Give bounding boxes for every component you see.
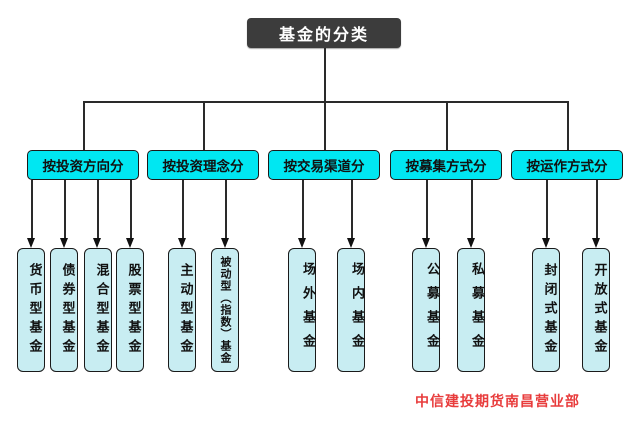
connector-line: [83, 101, 85, 150]
arrowhead-down-icon: [126, 238, 134, 248]
connector-line: [97, 180, 99, 239]
leaf-box-hybrid-fund: 混合型基金: [84, 248, 112, 372]
connector-line: [426, 180, 428, 239]
branch-box-by-fundraising-method: 按募集方式分: [390, 150, 502, 180]
leaf-label: 场内基金: [349, 262, 364, 358]
leaf-box-passive-index-fund: 被动型（指数）基金: [211, 248, 239, 372]
connector-line: [130, 180, 132, 239]
leaf-box-stock-fund: 股票型基金: [116, 248, 144, 372]
connector-line: [446, 101, 448, 150]
connector-line: [182, 180, 184, 239]
branch-box-by-trading-channel: 按交易渠道分: [268, 150, 380, 180]
leaf-label: 封闭式基金: [541, 262, 557, 358]
connector-line: [83, 101, 568, 103]
root-node-title: 基金的分类: [247, 18, 401, 48]
arrowhead-down-icon: [541, 238, 550, 248]
arrowhead-down-icon: [297, 238, 306, 248]
leaf-label: 货币型基金: [26, 262, 42, 358]
arrowhead-down-icon: [60, 238, 68, 248]
leaf-label: 场外基金: [300, 262, 315, 358]
connector-line: [225, 180, 227, 239]
branch-box-by-investment-philosophy: 按投资理念分: [147, 150, 259, 180]
leaf-box-otc-fund: 场外基金: [288, 248, 316, 372]
leaf-label: 股票型基金: [125, 262, 141, 358]
connector-line: [302, 180, 304, 239]
leaf-box-exchange-fund: 场内基金: [337, 248, 365, 372]
leaf-label: 主动型基金: [177, 262, 193, 358]
connector-line: [203, 101, 205, 150]
connector-line: [596, 180, 598, 239]
leaf-box-open-end-fund: 开放式基金: [582, 248, 610, 372]
connector-line: [31, 180, 33, 239]
leaf-box-money-fund: 货币型基金: [17, 248, 45, 372]
leaf-box-bond-fund: 债券型基金: [50, 248, 78, 372]
arrowhead-down-icon: [421, 238, 430, 248]
arrowhead-down-icon: [220, 238, 229, 248]
leaf-box-public-fund: 公募基金: [412, 248, 440, 372]
connector-line: [471, 180, 473, 239]
leaf-label: 开放式基金: [591, 262, 607, 358]
arrowhead-down-icon: [26, 238, 35, 248]
leaf-box-closed-end-fund: 封闭式基金: [532, 248, 560, 372]
leaf-label: 被动型（指数）基金: [219, 256, 232, 364]
connector-line: [64, 180, 66, 239]
leaf-label: 私募基金: [469, 262, 484, 358]
connector-line: [567, 101, 569, 150]
connector-line: [546, 180, 548, 239]
connector-line: [324, 101, 326, 150]
arrowhead-down-icon: [177, 238, 186, 248]
leaf-label: 债券型基金: [59, 262, 75, 358]
branch-box-by-operation-mode: 按运作方式分: [511, 150, 623, 180]
arrowhead-down-icon: [346, 238, 355, 248]
arrowhead-down-icon: [93, 238, 101, 248]
branding-caption: 中信建投期货南昌营业部: [415, 394, 580, 410]
connector-line: [324, 48, 326, 101]
leaf-box-private-fund: 私募基金: [457, 248, 485, 372]
connector-line: [351, 180, 353, 239]
leaf-label: 公募基金: [424, 262, 439, 358]
branch-box-by-investment-direction: 按投资方向分: [27, 150, 139, 180]
leaf-box-active-fund: 主动型基金: [168, 248, 196, 372]
arrowhead-down-icon: [591, 238, 600, 248]
leaf-label: 混合型基金: [93, 262, 109, 358]
arrowhead-down-icon: [466, 238, 475, 248]
